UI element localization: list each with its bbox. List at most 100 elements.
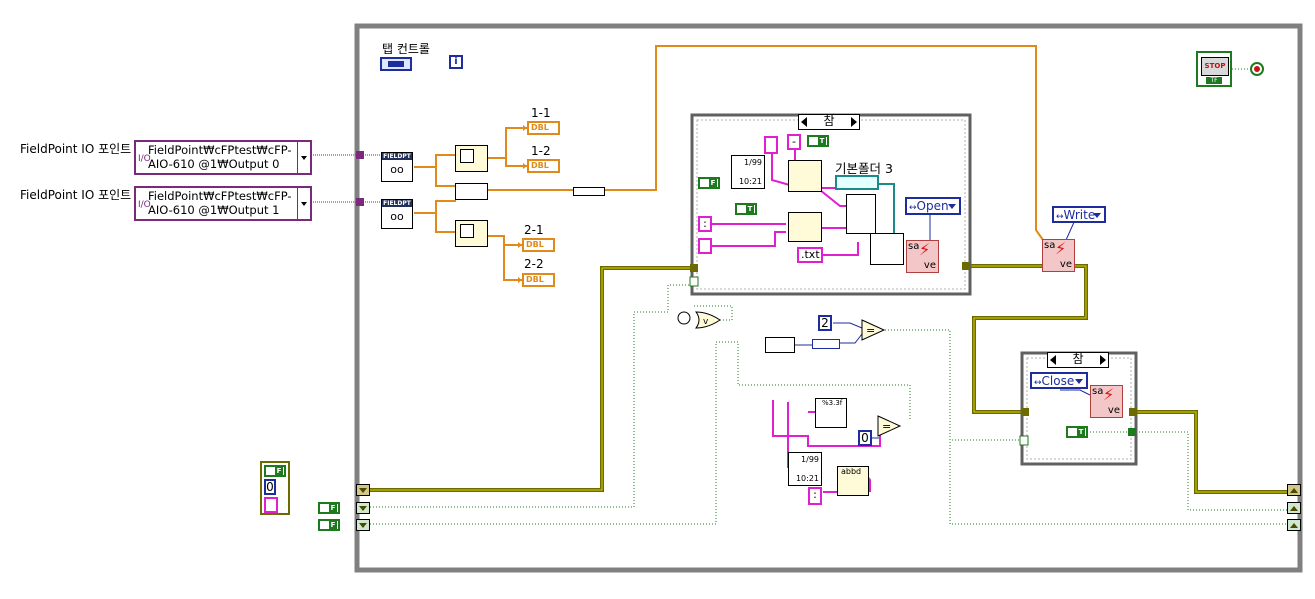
node-title: FIELDPT — [382, 200, 412, 207]
node-title: FIELDPT — [382, 153, 412, 160]
string-constant-blank[interactable] — [698, 238, 712, 254]
save-text-bottom: ve — [923, 260, 936, 271]
io-value-line2: AIO-610 @1₩Output 0 — [148, 157, 280, 171]
chevron-down-icon[interactable] — [297, 188, 310, 219]
fieldpoint-label-0: FieldPoint IO 포인트 — [20, 142, 132, 156]
indicator-label-2-2: 2-2 — [524, 257, 544, 271]
concatenate-node-2[interactable] — [788, 212, 822, 242]
array-grid-icon — [460, 224, 474, 238]
chevron-right-icon[interactable] — [851, 117, 857, 127]
boolean-constant-false[interactable]: F — [698, 177, 720, 189]
svg-text:=: = — [866, 324, 875, 337]
stop-button[interactable]: STOP TF — [1196, 51, 1232, 87]
string-constant-empty[interactable] — [764, 136, 778, 154]
write-ring-constant[interactable]: ↔Write — [1052, 206, 1106, 223]
open-ring-constant[interactable]: ↔Open — [905, 197, 961, 215]
format-string-node[interactable]: %3.3f — [815, 398, 847, 428]
chevron-left-icon[interactable] — [801, 117, 807, 127]
build-array-node[interactable] — [455, 183, 488, 200]
chevron-down-icon[interactable] — [1075, 379, 1083, 388]
case-selector-bottom[interactable]: 참 — [1047, 352, 1109, 368]
string-constant-dash[interactable]: - — [787, 134, 801, 150]
tab-control-label: 탭 컨트롤 — [382, 42, 430, 56]
io-value-line2: AIO-610 @1₩Output 1 — [148, 203, 280, 217]
dbl-indicator-2-1: DBL — [518, 238, 555, 252]
string-constant-colon-2[interactable]: : — [808, 487, 822, 505]
index-array-node-2[interactable] — [765, 337, 795, 353]
error-cluster-constant[interactable]: F 0 — [260, 461, 290, 515]
shift-register-left-bool-2[interactable] — [356, 519, 370, 531]
svg-text:=: = — [882, 420, 891, 433]
chevron-down-icon[interactable] — [1093, 213, 1101, 222]
close-ring-constant[interactable]: ↔Close — [1030, 372, 1088, 389]
chevron-down-icon[interactable] — [948, 204, 956, 213]
path-constant-icon[interactable] — [835, 175, 879, 190]
save-text-bottom: ve — [1059, 259, 1072, 270]
tab-control-terminal[interactable] — [380, 57, 412, 71]
time-label: 10:21 — [738, 177, 762, 186]
fieldpoint-read-node-1[interactable]: FIELDPT oo — [381, 199, 413, 229]
fieldpoint-read-node-0[interactable]: FIELDPT oo — [381, 152, 413, 182]
while-loop-frame — [354, 23, 1303, 573]
shift-register-right-bool-1[interactable] — [1287, 502, 1301, 514]
boolean-constant-true-2[interactable]: T — [735, 203, 757, 215]
chevron-left-icon[interactable] — [1050, 355, 1056, 365]
open-ring-value: Open — [916, 199, 949, 213]
cluster-code-constant: 0 — [264, 479, 276, 495]
index-array-node-1[interactable] — [455, 220, 488, 247]
concatenate-node-1[interactable] — [788, 160, 822, 192]
dbl-indicator-2-2: DBL — [518, 273, 555, 287]
case-selector-top[interactable]: 참 — [798, 114, 860, 130]
date-label: 1/99 — [744, 158, 762, 167]
boolean-constant-false-3[interactable]: F — [318, 519, 340, 531]
string-constant-colon[interactable]: : — [698, 216, 712, 232]
format-label: %3.3f — [822, 399, 843, 407]
concat-label: abbd — [841, 467, 862, 476]
indicator-label-1-1: 1-1 — [531, 106, 551, 120]
build-path-node[interactable] — [846, 194, 876, 234]
save-node-open[interactable]: sa ⚡ ve — [906, 240, 939, 273]
io-value-line1: FieldPoint₩cFPtest₩cFP- — [148, 189, 292, 203]
numeric-constant-zero[interactable]: 0 — [858, 430, 872, 446]
lightning-icon: ⚡ — [1103, 385, 1115, 404]
date-label: 1/99 — [801, 455, 819, 464]
date-time-string-node[interactable]: 1/99 10:21 — [731, 155, 765, 189]
chevron-right-icon[interactable] — [1100, 355, 1106, 365]
indicator-label-1-2: 1-2 — [531, 144, 551, 158]
array-size-node[interactable] — [812, 339, 840, 349]
shift-register-left-bool-1[interactable] — [356, 502, 370, 514]
shift-register-right-bool-2[interactable] — [1287, 519, 1301, 531]
shift-register-right-error[interactable] — [1287, 484, 1301, 496]
concatenate-strings-node[interactable]: abbd — [837, 466, 869, 496]
boolean-constant-true-close[interactable]: T — [1066, 426, 1088, 438]
io-value-line1: FieldPoint₩cFPtest₩cFP- — [148, 143, 292, 157]
cluster-bool-icon: F — [264, 465, 286, 477]
close-ring-value: Close — [1041, 374, 1075, 388]
save-node-write[interactable]: sa ⚡ ve — [1042, 239, 1075, 272]
io-prefix-icon: I/O — [138, 200, 151, 210]
array-grid-icon — [460, 149, 474, 163]
fieldpoint-io-input-0[interactable]: I/O FieldPoint₩cFPtest₩cFP-AIO-610 @1₩Ou… — [134, 140, 312, 175]
cluster-source-constant — [264, 497, 278, 513]
shift-register-left-error[interactable] — [356, 484, 370, 496]
case-selector-value: 참 — [1072, 352, 1084, 366]
iteration-terminal-icon: i — [449, 55, 463, 69]
string-constant-txt[interactable]: .txt — [797, 247, 823, 263]
numeric-constant-two[interactable]: 2 — [818, 315, 832, 331]
file-dialog-node[interactable] — [870, 233, 904, 265]
lightning-icon: ⚡ — [919, 240, 931, 259]
boolean-constant-false-2[interactable]: F — [318, 502, 340, 514]
save-text-bottom: ve — [1107, 405, 1120, 416]
fieldpoint-io-input-1[interactable]: I/O FieldPoint₩cFPtest₩cFP-AIO-610 @1₩Ou… — [134, 186, 312, 221]
date-time-string-node-2[interactable]: 1/99 10:21 — [788, 452, 822, 486]
index-array-node-0[interactable] — [455, 145, 488, 172]
glasses-icon: oo — [390, 210, 404, 223]
boolean-constant-true[interactable]: T — [807, 135, 829, 147]
indicator-label-2-1: 2-1 — [524, 223, 544, 237]
chevron-down-icon[interactable] — [297, 142, 310, 173]
save-text-top: sa — [1044, 240, 1056, 251]
save-node-close[interactable]: sa ⚡ ve — [1090, 385, 1123, 418]
to-string-node[interactable] — [573, 187, 605, 196]
save-text-top: sa — [1092, 386, 1104, 397]
